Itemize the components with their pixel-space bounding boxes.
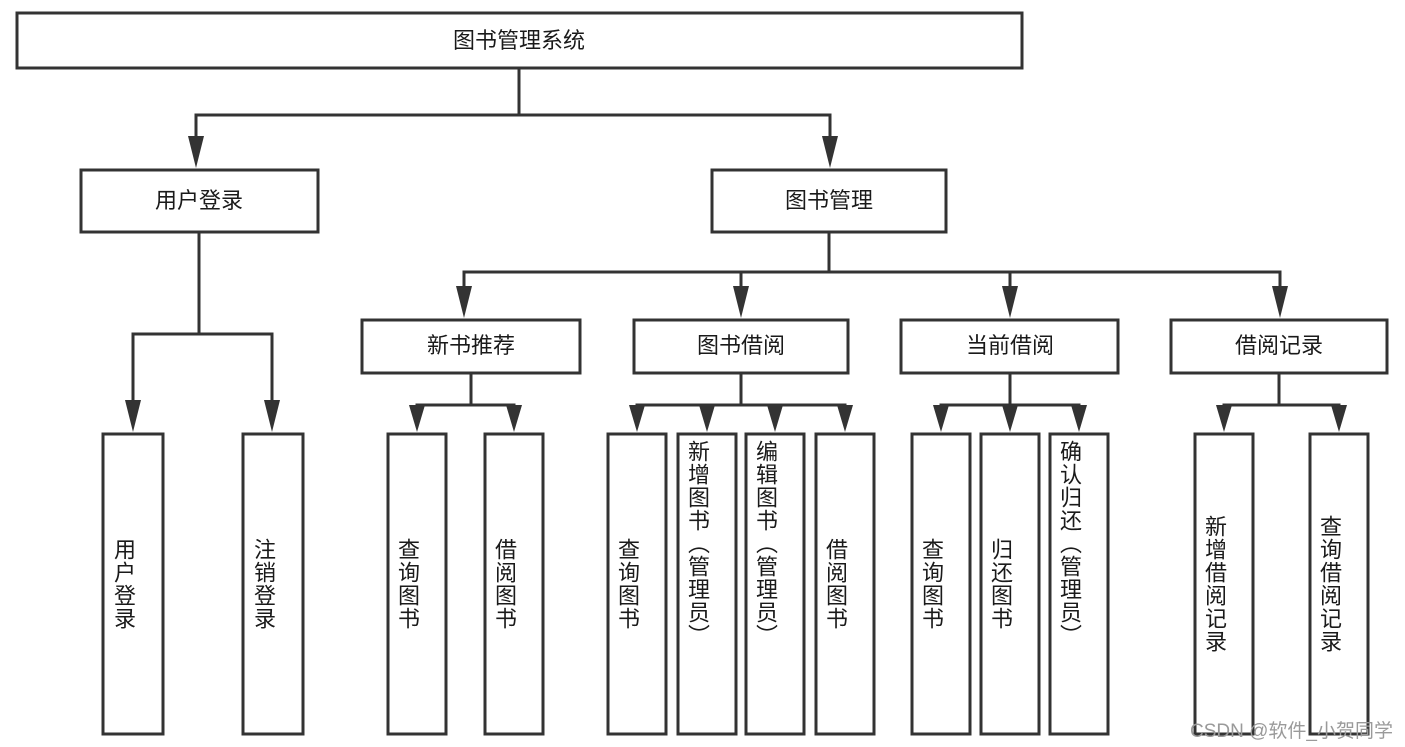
leaf-box-borrow-record-1[interactable] (1308, 432, 1370, 736)
arrow-head-icon (1331, 405, 1347, 432)
arrow-head-icon (733, 286, 749, 318)
node-book-borrow[interactable]: 图书借阅 (632, 318, 850, 375)
node-borrow-record-label: 借阅记录 (1235, 333, 1323, 358)
node-user-login-box (79, 168, 320, 234)
arrow-head-icon (1071, 405, 1087, 432)
arrow-head-icon (1272, 286, 1288, 318)
arrow-head-icon (822, 136, 838, 168)
arrow-head-icon (837, 405, 853, 432)
node-root-label: 图书管理系统 (453, 28, 585, 53)
arrow-head-icon (125, 400, 141, 432)
connector-root-to-level2 (188, 66, 838, 168)
leaf-box-new-book-rec-0[interactable] (386, 432, 448, 736)
arrow-head-icon (1002, 405, 1018, 432)
node-borrow-record[interactable]: 借阅记录 (1169, 318, 1389, 375)
node-new-book-rec-box (360, 318, 582, 375)
node-new-book-rec[interactable]: 新书推荐 (360, 318, 582, 375)
arrow-head-icon (629, 405, 645, 432)
leaf-box-book-borrow-1[interactable] (676, 432, 738, 736)
arrow-head-icon (456, 286, 472, 318)
connector-user-login-to-leaves (125, 230, 280, 432)
arrow-head-icon (767, 405, 783, 432)
leaf-box-user-login-1[interactable] (241, 432, 305, 736)
arrow-head-icon (933, 405, 949, 432)
node-new-book-rec-label: 新书推荐 (427, 333, 515, 358)
leaf-box-user-login-0[interactable] (101, 432, 165, 736)
arrow-head-icon (1216, 405, 1232, 432)
csdn-watermark: CSDN @软件_小贺同学 (1190, 721, 1393, 742)
node-current-borrow-label: 当前借阅 (966, 333, 1054, 358)
leaf-box-borrow-record-0[interactable] (1193, 432, 1255, 736)
arrow-head-icon (264, 400, 280, 432)
leaf-box-new-book-rec-1[interactable] (483, 432, 545, 736)
leaf-box-current-borrow-2[interactable] (1048, 432, 1110, 736)
node-user-login-label: 用户登录 (155, 188, 243, 213)
arrow-head-icon (699, 405, 715, 432)
leaf-box-current-borrow-1[interactable] (979, 432, 1041, 736)
leaf-box-book-borrow-2[interactable] (744, 432, 806, 736)
connector-book-borrow-to-leaves (629, 371, 853, 432)
leaf-box-book-borrow-0[interactable] (606, 432, 668, 736)
node-root-box (15, 11, 1024, 70)
node-root[interactable]: 图书管理系统 (15, 11, 1024, 70)
arrow-head-icon (506, 405, 522, 432)
leaf-box-book-borrow-3[interactable] (814, 432, 876, 736)
connector-new-book-rec-to-leaves (409, 371, 522, 432)
connector-current-borrow-to-leaves (933, 371, 1087, 432)
connector-book-manage-to-level3 (456, 230, 1288, 318)
arrow-head-icon (409, 405, 425, 432)
node-book-manage-label: 图书管理 (785, 188, 873, 213)
node-current-borrow[interactable]: 当前借阅 (899, 318, 1120, 375)
node-book-manage[interactable]: 图书管理 (710, 168, 948, 234)
arrow-head-icon (1002, 286, 1018, 318)
node-user-login[interactable]: 用户登录 (79, 168, 320, 234)
connector-borrow-record-to-leaves (1216, 371, 1347, 432)
node-book-borrow-label: 图书借阅 (697, 333, 785, 358)
node-current-borrow-box (899, 318, 1120, 375)
arrow-head-icon (188, 136, 204, 168)
leaf-box-current-borrow-0[interactable] (910, 432, 972, 736)
